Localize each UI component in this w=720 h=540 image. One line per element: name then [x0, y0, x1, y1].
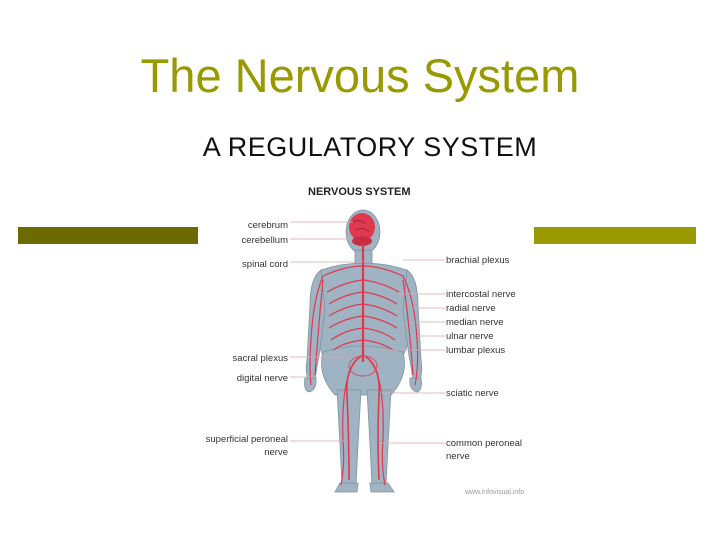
leader-lines: [290, 221, 445, 444]
brain: [349, 213, 375, 246]
label-superficial-peroneal-nerve-line2: nerve: [264, 447, 288, 458]
label-digital-nerve: digital nerve: [237, 373, 288, 384]
nerve-network: [309, 244, 419, 486]
slide-title: The Nervous System: [140, 49, 580, 102]
slide-subtitle: A REGULATORY SYSTEM: [202, 132, 538, 162]
label-cerebrum: cerebrum: [248, 220, 288, 231]
accent-bar-left: [18, 227, 198, 244]
label-sacral-plexus: sacral plexus: [233, 353, 289, 364]
label-common-peroneal-nerve-line2: nerve: [446, 451, 470, 462]
label-intercostal-nerve: intercostal nerve: [446, 289, 516, 300]
label-median-nerve: median nerve: [446, 317, 504, 328]
label-sciatic-nerve: sciatic nerve: [446, 388, 499, 399]
label-spinal-cord: spinal cord: [242, 259, 288, 270]
image-credit: www.infovisual.info: [464, 489, 524, 496]
accent-bar-right: [534, 227, 696, 244]
label-common-peroneal-nerve: common peroneal: [446, 438, 522, 449]
label-radial-nerve: radial nerve: [446, 303, 496, 314]
label-lumbar-plexus: lumbar plexus: [446, 345, 505, 356]
nervous-system-diagram: NERVOUS SYSTEM: [195, 180, 540, 500]
label-ulnar-nerve: ulnar nerve: [446, 331, 494, 342]
label-superficial-peroneal-nerve: superficial peroneal: [206, 434, 288, 445]
label-brachial-plexus: brachial plexus: [446, 255, 510, 266]
diagram-heading: NERVOUS SYSTEM: [308, 186, 411, 198]
label-cerebellum: cerebellum: [242, 235, 289, 246]
